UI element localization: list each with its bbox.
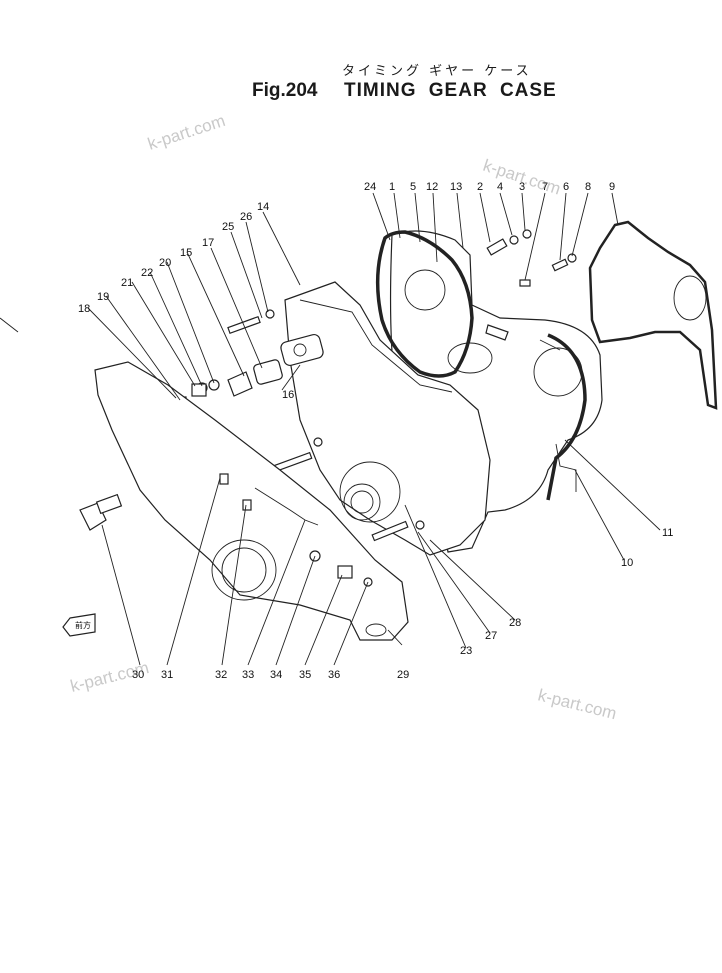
callout-8: 8 (585, 181, 591, 193)
callout-35: 35 (299, 669, 311, 681)
case-bore-upper (404, 269, 446, 311)
rear-plate-gasket[interactable] (588, 220, 718, 410)
washer-8[interactable] (567, 253, 577, 263)
gasket-20[interactable] (227, 371, 253, 397)
watermark-1: k-part.com (145, 111, 227, 154)
washer-26[interactable] (265, 309, 275, 319)
title-japanese: タイミング ギヤー ケース (342, 64, 532, 79)
lock-plate[interactable] (485, 324, 509, 341)
stud-7[interactable] (519, 279, 531, 287)
pipe-33[interactable] (254, 487, 319, 526)
case-gasket[interactable] (375, 230, 474, 378)
callout-17: 17 (202, 237, 214, 249)
cover-ridge (299, 299, 453, 393)
callout-34: 34 (270, 669, 282, 681)
callout-11: 11 (662, 527, 673, 539)
watermark-4: k-part.com (536, 685, 619, 723)
callout-20: 20 (159, 257, 171, 269)
callout-16: 16 (282, 389, 294, 401)
front-cover[interactable] (284, 281, 491, 556)
sender-35[interactable] (337, 565, 353, 579)
callout-31: 31 (161, 669, 173, 681)
housing-16[interactable] (280, 333, 325, 367)
callout-23: 23 (460, 645, 472, 657)
callout-24: 24 (364, 181, 376, 193)
washer-21[interactable] (208, 379, 220, 391)
oil-seal-inner (350, 490, 374, 514)
callout-3: 3 (519, 181, 525, 193)
bolt-27[interactable] (371, 520, 409, 542)
clip-32[interactable] (242, 499, 252, 511)
callout-33: 33 (242, 669, 254, 681)
washer-4[interactable] (509, 235, 519, 245)
bracket-bore (211, 539, 277, 601)
callout-29: 29 (397, 669, 409, 681)
bracket-foot-hole (365, 623, 387, 637)
figure-title: TIMING GEAR CASE (344, 80, 557, 101)
callout-30: 30 (132, 669, 144, 681)
callout-12: 12 (426, 181, 438, 193)
callout-15: 15 (180, 247, 192, 259)
rear-plate-gasket-hole (673, 275, 707, 321)
edge-mark (0, 317, 19, 333)
plug-30-body[interactable] (95, 493, 123, 515)
front-direction-label: 前方 (75, 620, 91, 630)
housing-16-hole (293, 343, 307, 357)
callout-6: 6 (563, 181, 569, 193)
leader-lines (87, 192, 661, 666)
callout-21: 21 (121, 277, 133, 289)
clip-31[interactable] (219, 473, 229, 485)
nut-3[interactable] (522, 229, 532, 239)
bracket-10[interactable] (539, 339, 577, 492)
seal-housing (339, 461, 401, 523)
washer-mid[interactable] (313, 437, 323, 447)
callout-1: 1 (389, 181, 395, 193)
callout-7: 7 (542, 181, 548, 193)
callout-32: 32 (215, 669, 227, 681)
callout-4: 4 (497, 181, 503, 193)
callout-9: 9 (609, 181, 615, 193)
callout-10: 10 (621, 557, 633, 569)
callout-27: 27 (485, 630, 497, 642)
callout-18: 18 (78, 303, 90, 315)
cover-gasket-right[interactable] (546, 333, 587, 501)
callout-2: 2 (477, 181, 483, 193)
callout-36: 36 (328, 669, 340, 681)
oil-seal[interactable] (343, 483, 381, 521)
front-direction-arrow (62, 613, 96, 637)
callout-26: 26 (240, 211, 252, 223)
washer-28[interactable] (415, 520, 425, 530)
dowel-pin[interactable] (486, 238, 508, 256)
callout-5: 5 (410, 181, 416, 193)
nut-19[interactable] (191, 383, 207, 397)
callout-14: 14 (257, 201, 269, 213)
bolt-6[interactable] (551, 258, 569, 272)
bracket-bore-inner (221, 547, 267, 593)
callout-22: 22 (141, 267, 153, 279)
figure-number: Fig.204 (252, 80, 318, 101)
callout-28: 28 (509, 617, 521, 629)
cover-17[interactable] (253, 359, 283, 385)
callout-19: 19 (97, 291, 109, 303)
callout-13: 13 (450, 181, 462, 193)
case-bore-middle (447, 342, 493, 374)
callout-25: 25 (222, 221, 234, 233)
